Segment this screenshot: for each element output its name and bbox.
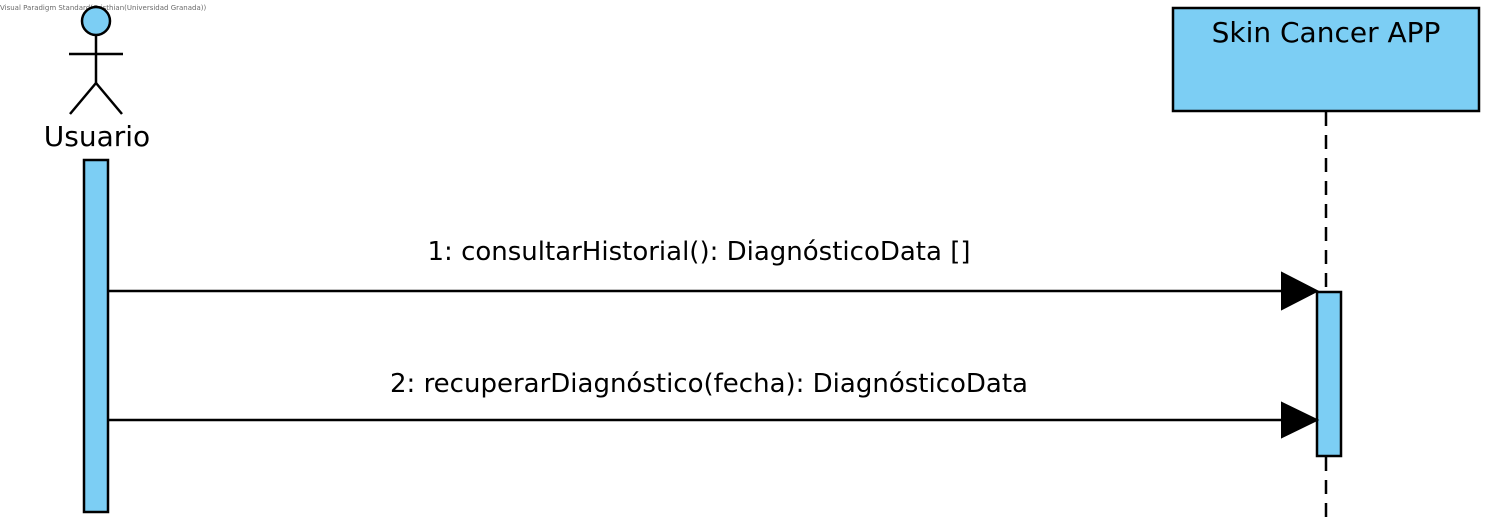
actor-head: [80, 5, 112, 37]
actor-activation-bar[interactable]: [82, 158, 110, 514]
actor-left-leg: [69, 82, 97, 115]
app-activation-bar[interactable]: [1315, 290, 1343, 458]
lifeline-head-box[interactable]: [1171, 6, 1481, 113]
actor-label: Usuario: [44, 120, 150, 153]
actor-right-leg: [95, 82, 123, 115]
message-1-arrowhead-icon: [1281, 271, 1320, 311]
message-2-arrowhead-icon: [1281, 401, 1320, 439]
actor-stick-figure-icon: [69, 5, 123, 115]
lifeline-title: Skin Cancer APP: [1212, 16, 1441, 49]
message-1-label: 1: consultarHistorial(): DiagnósticoData…: [428, 237, 971, 267]
message-2-label: 2: recuperarDiagnóstico(fecha): Diagnóst…: [390, 369, 1028, 399]
